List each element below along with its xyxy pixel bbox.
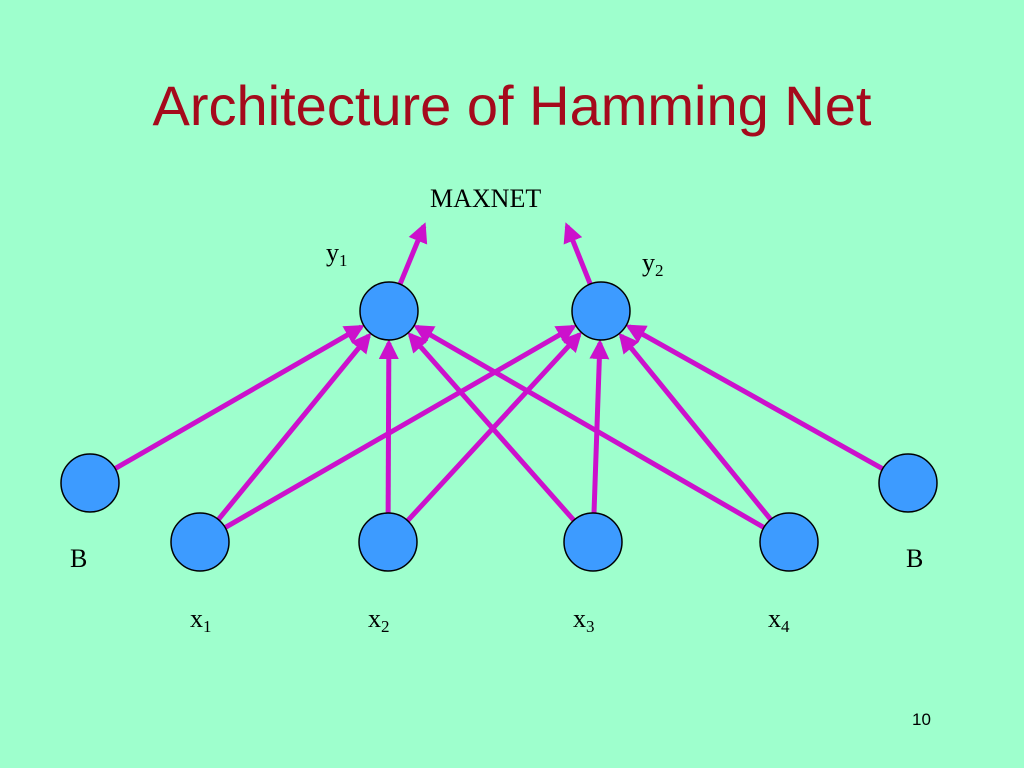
output-label-letter: y bbox=[326, 238, 339, 267]
edge-x2-to-y2 bbox=[405, 331, 583, 523]
slide-title: Architecture of Hamming Net bbox=[152, 74, 872, 137]
output-label-subscript: 1 bbox=[339, 251, 348, 270]
edge-x4-to-y2 bbox=[618, 332, 773, 522]
edge-x1-to-y2 bbox=[223, 324, 577, 530]
input-label-letter: x bbox=[573, 604, 586, 633]
input-label-x3: x3 bbox=[573, 604, 595, 636]
edge-group bbox=[113, 222, 884, 530]
output-label-letter: y bbox=[642, 248, 655, 277]
maxnet-label: MAXNET bbox=[430, 184, 542, 213]
input-label-x4: x4 bbox=[768, 604, 790, 636]
node-group bbox=[60, 281, 938, 572]
edge-x3-to-y2 bbox=[589, 338, 610, 514]
edge-y1-to-MAXNET bbox=[397, 222, 428, 286]
edge-B_left-to-y1 bbox=[113, 324, 365, 471]
edge-x4-to-y1 bbox=[413, 324, 766, 530]
node-y2 bbox=[571, 281, 631, 341]
node-x4 bbox=[759, 512, 819, 572]
input-label-letter: x bbox=[190, 604, 203, 633]
node-B_right bbox=[878, 453, 938, 513]
output-label-y2: y2 bbox=[642, 248, 664, 280]
bias-label-left: B bbox=[70, 544, 88, 573]
input-label-subscript: 2 bbox=[381, 617, 390, 636]
input-label-subscript: 4 bbox=[781, 617, 790, 636]
node-B_left bbox=[60, 453, 120, 513]
page-number: 10 bbox=[912, 710, 931, 729]
edge-x2-to-y1 bbox=[378, 338, 399, 514]
node-x2 bbox=[358, 512, 418, 572]
node-x1 bbox=[170, 512, 230, 572]
edge-x1-to-y1 bbox=[216, 332, 372, 522]
bias-label-right: B bbox=[906, 544, 924, 573]
input-label-subscript: 3 bbox=[586, 617, 595, 636]
output-label-y1: y1 bbox=[326, 238, 348, 270]
input-label-subscript: 1 bbox=[203, 617, 212, 636]
edge-y2-to-MAXNET bbox=[563, 222, 593, 286]
node-y1 bbox=[359, 281, 419, 341]
input-label-letter: x bbox=[768, 604, 781, 633]
input-label-letter: x bbox=[368, 604, 381, 633]
input-label-x2: x2 bbox=[368, 604, 390, 636]
output-label-subscript: 2 bbox=[655, 261, 664, 280]
node-x3 bbox=[563, 512, 623, 572]
input-label-x1: x1 bbox=[190, 604, 212, 636]
edge-B_right-to-y2 bbox=[625, 324, 884, 472]
